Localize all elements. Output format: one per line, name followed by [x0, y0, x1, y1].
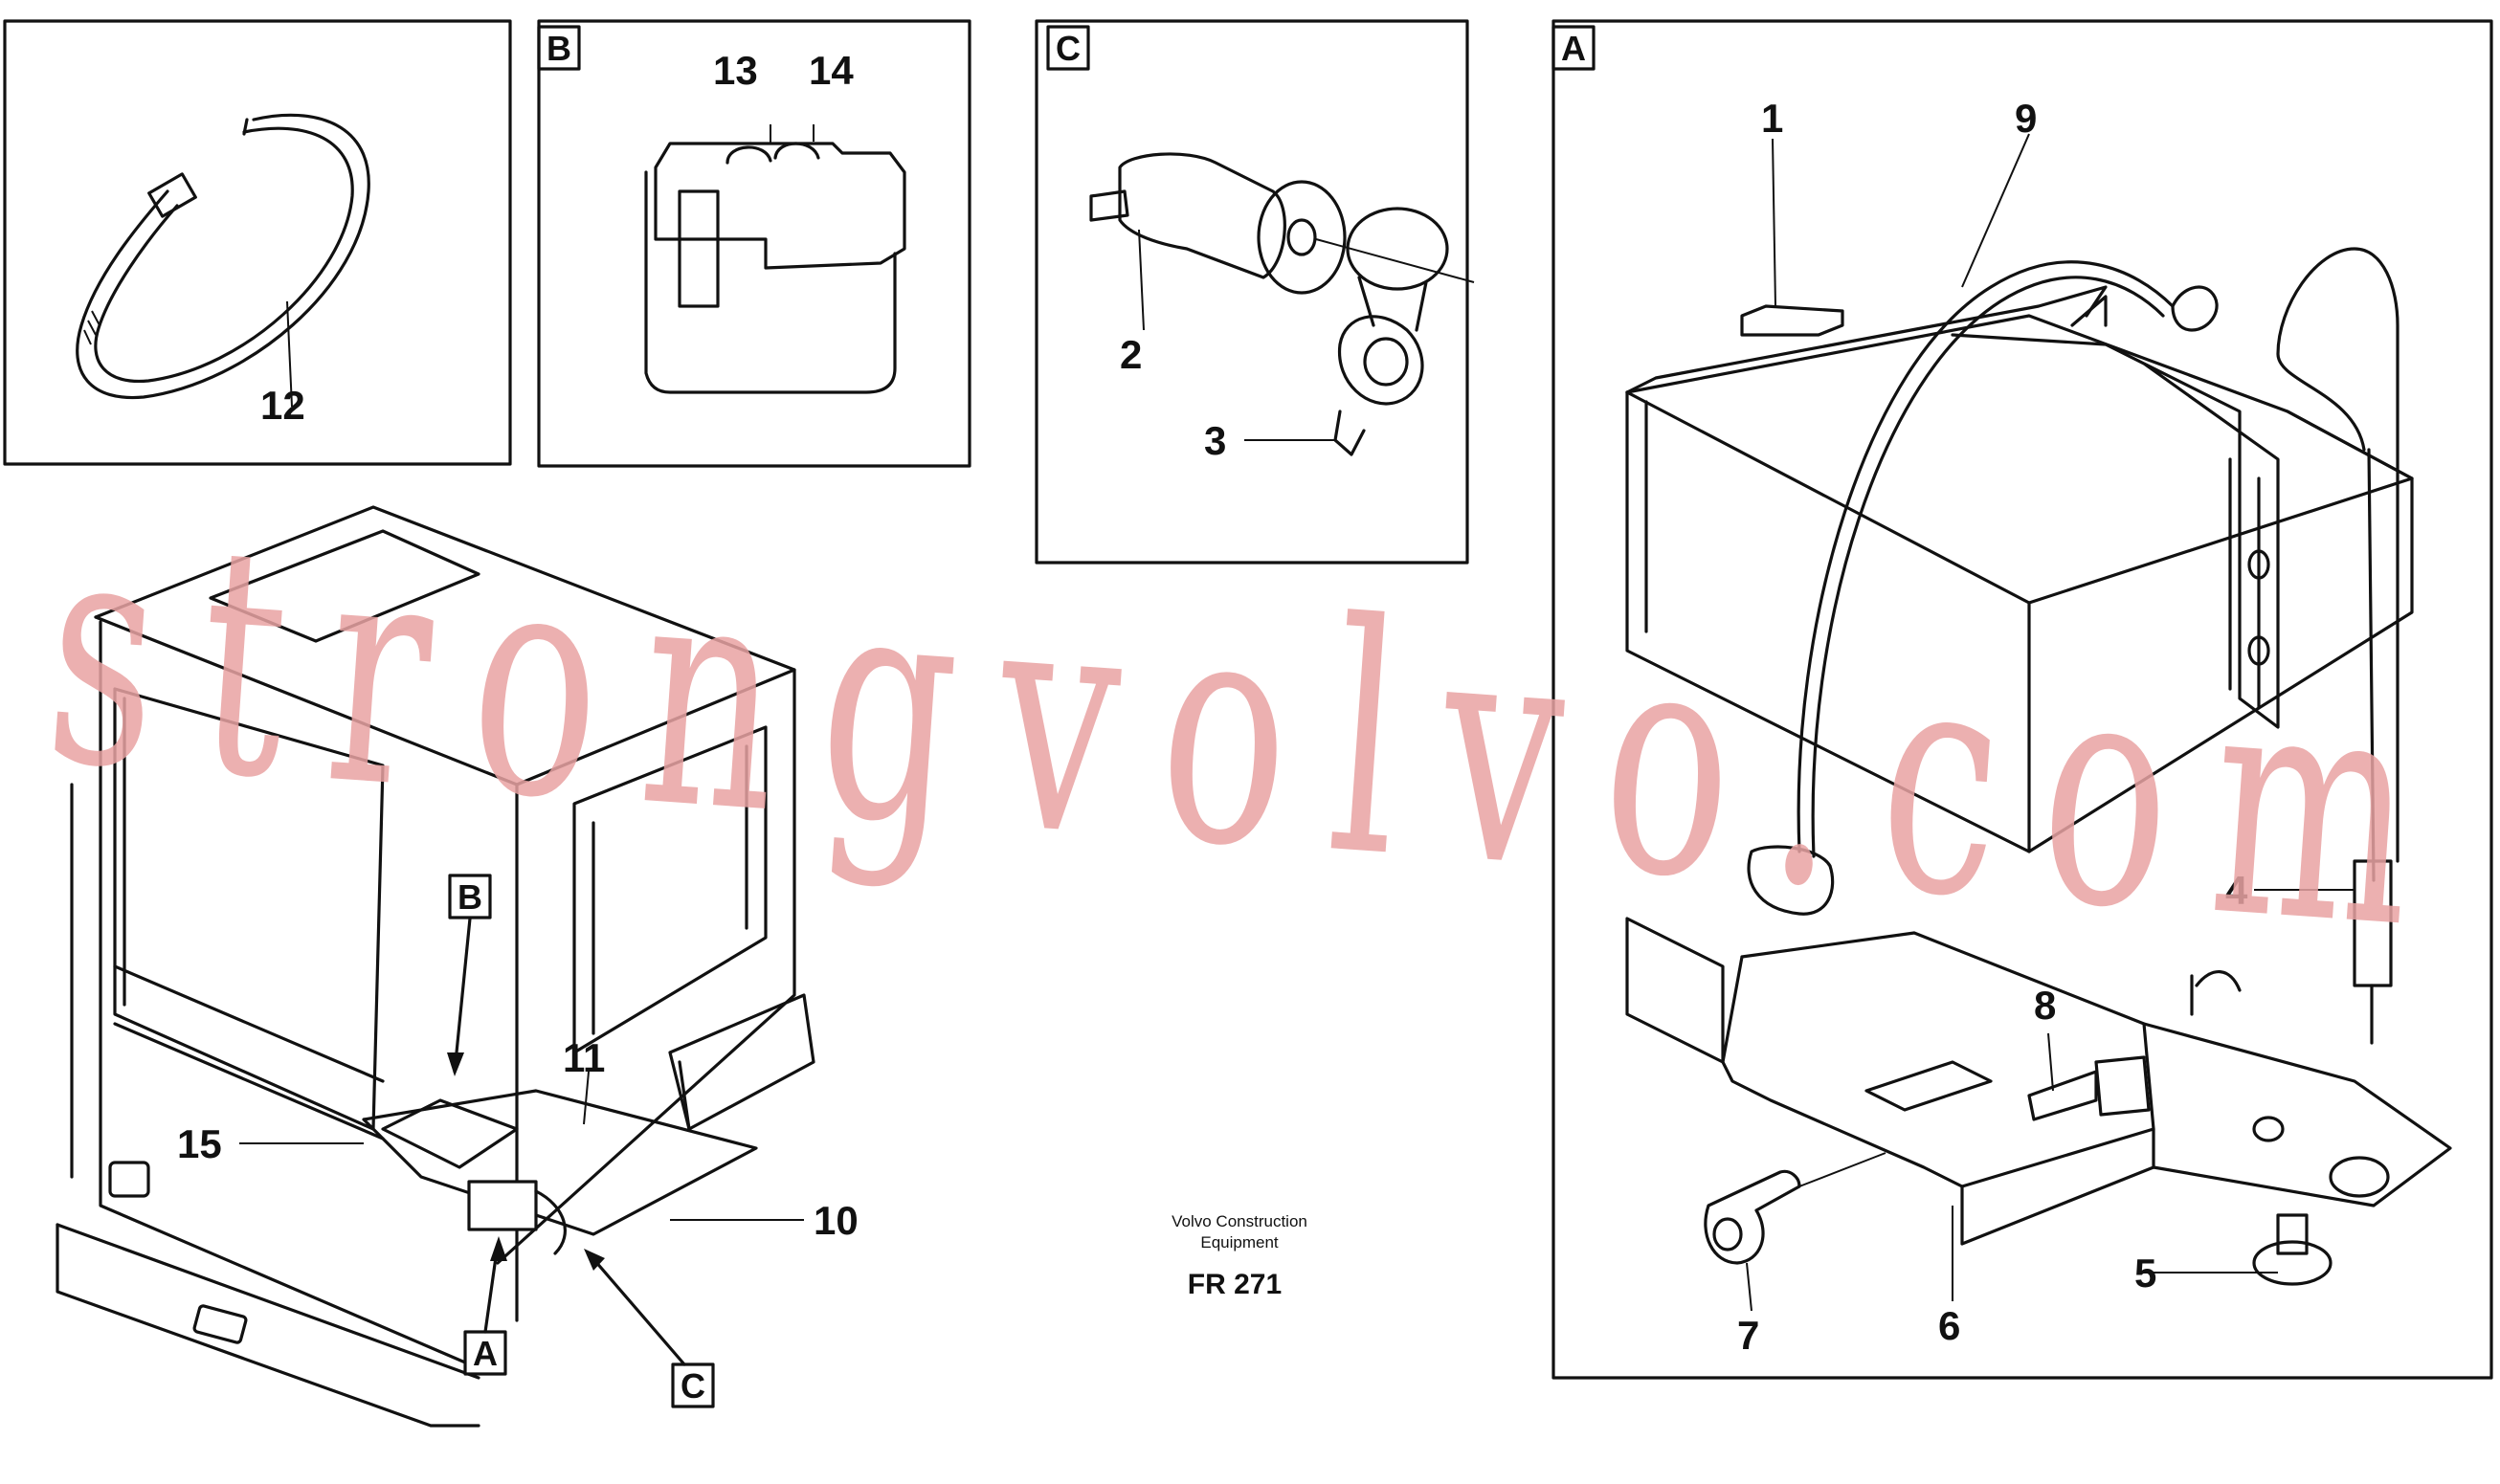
watermark: strongvolvo.com	[37, 466, 2469, 1001]
cab-overview: B A C 11 15 10	[56, 505, 859, 1428]
label-1: 1	[1761, 96, 1783, 141]
label-3: 3	[1204, 418, 1226, 463]
label-13: 13	[713, 48, 758, 93]
panel-b-relay: B 13 14	[537, 19, 971, 468]
caption-company-line2: Equipment	[1200, 1233, 1279, 1251]
label-10: 10	[814, 1198, 859, 1243]
panel-b-tag: B	[547, 29, 571, 68]
panel-a-tag: A	[1561, 29, 1586, 68]
bolt-8-drawing	[2027, 1055, 2151, 1121]
leader-7	[1746, 1262, 1752, 1312]
relay-drawing	[644, 124, 906, 394]
label-6: 6	[1938, 1303, 1960, 1348]
leader-11	[583, 1071, 590, 1125]
caption-block: Volvo Construction Equipment FR 271	[1172, 1212, 1307, 1300]
cable-drawing	[1747, 247, 2400, 1045]
label-14: 14	[809, 48, 854, 93]
label-11: 11	[563, 1035, 605, 1080]
screw-5-drawing	[2252, 1213, 2333, 1286]
leader-12	[286, 300, 293, 408]
arrow-b	[453, 917, 472, 1074]
cab-a-tag: A	[473, 1334, 498, 1373]
label-8: 8	[2034, 983, 2056, 1028]
caption-company: Volvo Construction	[1172, 1212, 1307, 1230]
panel-c-socket: C 2 3	[1035, 19, 1475, 565]
label-15: 15	[177, 1121, 222, 1166]
cab-drawing	[56, 505, 815, 1428]
label-4: 4	[2225, 868, 2248, 913]
label-7: 7	[1737, 1313, 1759, 1358]
leader-8	[2047, 1032, 2054, 1092]
battery-box-drawing	[1625, 285, 2414, 853]
caption-figure-code: FR 271	[1188, 1269, 1282, 1300]
arrow-c	[587, 1251, 686, 1366]
socket-drawing	[1089, 152, 1475, 456]
label-12: 12	[260, 383, 305, 428]
label-2: 2	[1120, 332, 1142, 377]
cab-b-tag: B	[458, 877, 482, 917]
bracket-drawing	[1625, 917, 2452, 1246]
label-9: 9	[2015, 96, 2037, 141]
nut-7-drawing	[1704, 1152, 1886, 1265]
leader-2	[1138, 229, 1145, 331]
leader-1	[1772, 138, 1776, 307]
label-5: 5	[2134, 1251, 2156, 1296]
leader-9	[1961, 133, 2030, 288]
cable-tie-drawing	[76, 113, 370, 400]
panel-cable-tie: 12	[3, 19, 512, 466]
cab-c-tag: C	[681, 1366, 705, 1406]
panel-a-assembly: A	[1551, 19, 2493, 1380]
panel-c-tag: C	[1056, 29, 1081, 68]
